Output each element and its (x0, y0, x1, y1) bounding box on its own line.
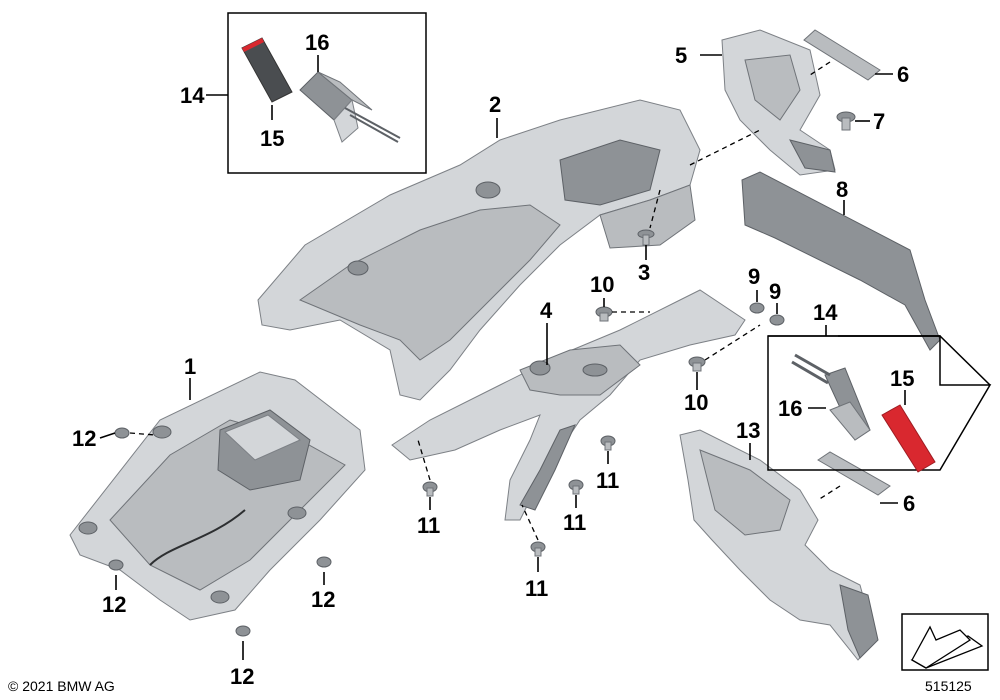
screw-part-12a (114, 427, 130, 439)
callout-15-top: 15 (260, 126, 284, 151)
callout-3: 3 (638, 260, 650, 285)
callout-10-top: 10 (590, 272, 614, 297)
callout-9-left: 9 (748, 264, 760, 289)
callout-16-right: 16 (778, 396, 802, 421)
callout-13: 13 (736, 418, 760, 443)
bracket-part-5 (721, 29, 836, 176)
plate-holder-part-13 (679, 429, 879, 661)
plate-part-8 (741, 171, 941, 351)
screw-part-12d (235, 625, 251, 637)
callout-12-bottom: 12 (230, 664, 254, 689)
orientation-arrow-icon (901, 613, 989, 671)
screw-part-12c (316, 556, 332, 568)
screw-part-12b (108, 559, 124, 571)
callout-11-right-upper: 11 (596, 468, 619, 493)
callout-8: 8 (836, 177, 848, 202)
screw-part-7 (836, 111, 856, 131)
screw-part-10a (595, 306, 613, 322)
callout-11-left: 11 (417, 513, 440, 538)
callout-14-right: 14 (813, 300, 838, 325)
callout-12-right: 12 (311, 587, 335, 612)
callout-5: 5 (675, 43, 687, 68)
leader-lines (99, 54, 906, 660)
callout-14-top: 14 (180, 83, 205, 108)
rear-frame-part-2 (257, 99, 701, 401)
callout-1: 1 (184, 354, 196, 379)
callout-2: 2 (489, 92, 501, 117)
callout-4: 4 (540, 298, 553, 323)
callout-9-right: 9 (769, 279, 781, 304)
inset-box-top (227, 12, 427, 174)
copyright-text: © 2021 BMW AG (8, 678, 115, 694)
reflector-pad-15-shape (241, 37, 293, 103)
subframe-part-4 (391, 289, 746, 521)
reflector-15b-shape (881, 404, 936, 473)
holder-16-shape (299, 71, 401, 143)
screw-part-10b (688, 356, 706, 372)
screw-part-11d (530, 541, 546, 557)
screw-part-11a (422, 481, 438, 497)
holder-16b-shape (791, 353, 871, 441)
plate-part-6-top (803, 29, 881, 81)
screw-part-9a (749, 302, 765, 314)
screw-part-11c (600, 435, 616, 451)
callout-11-bottom: 11 (525, 576, 548, 601)
plate-part-6-bottom (817, 451, 891, 496)
callout-12-left: 12 (72, 426, 96, 451)
tray-part-1 (69, 371, 366, 621)
callout-15-right: 15 (890, 366, 914, 391)
callout-16-top: 16 (305, 30, 329, 55)
callout-11-mid: 11 (563, 510, 586, 535)
callout-12-lower-left: 12 (102, 592, 126, 617)
inset-box-right (767, 335, 992, 473)
callout-10-bottom: 10 (684, 390, 708, 415)
screw-part-11b (568, 479, 584, 495)
diagram-number: 515125 (925, 678, 972, 694)
callout-6-bottom: 6 (903, 491, 915, 516)
callout-7: 7 (873, 109, 885, 134)
screw-part-9b (769, 314, 785, 326)
screw-part-3 (637, 229, 655, 246)
callout-6-top: 6 (897, 62, 909, 87)
callouts: 14 16 15 2 5 6 7 8 3 10 9 9 4 14 15 16 1… (72, 30, 915, 689)
